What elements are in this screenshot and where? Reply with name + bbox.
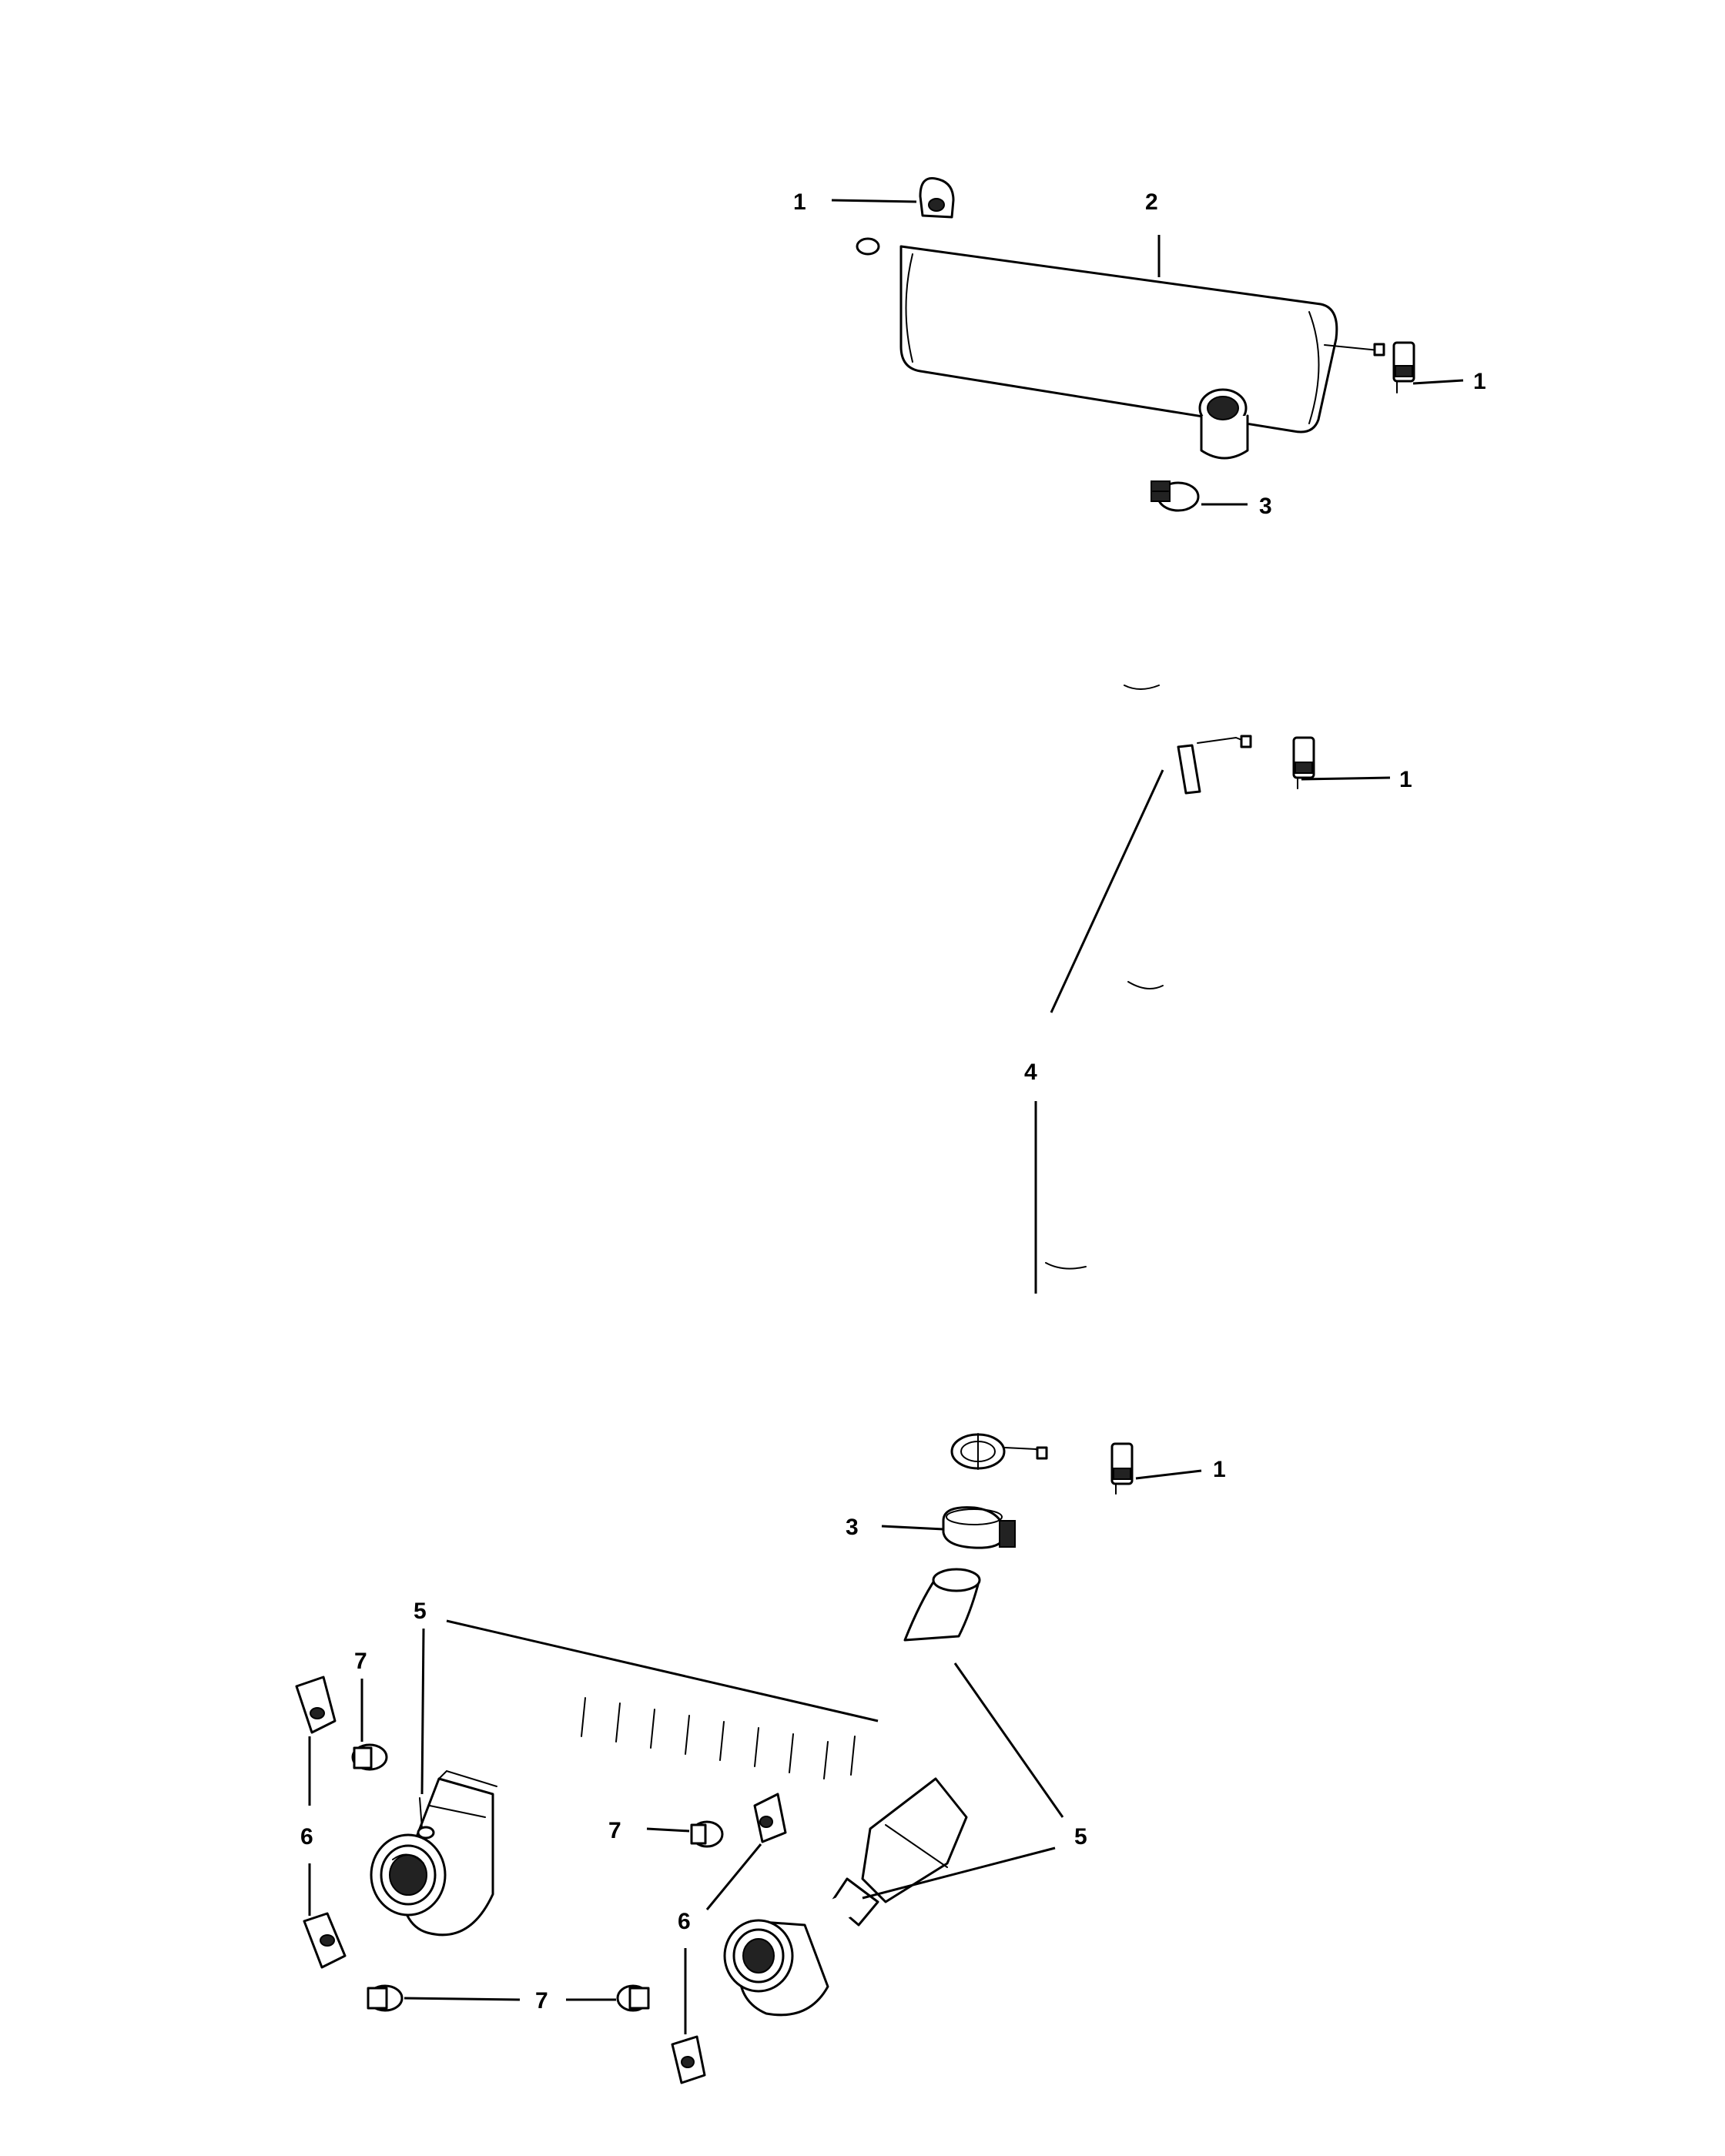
callout-6-center: 6 xyxy=(678,1909,691,1934)
callout-7-lower: 7 xyxy=(535,1988,548,2014)
callout-7-upper-left: 7 xyxy=(354,1649,367,1674)
converter-assembly xyxy=(370,1568,981,2017)
callout-1-top: 1 xyxy=(793,189,806,215)
callout-5-right: 5 xyxy=(1074,1824,1087,1850)
callout-7-center: 7 xyxy=(608,1818,621,1843)
nut-upper-left xyxy=(295,1676,337,1734)
callout-6-left: 6 xyxy=(300,1824,313,1850)
callout-5-upper: 5 xyxy=(414,1599,427,1624)
bolt-center xyxy=(690,1820,724,1848)
bolt-lower-center xyxy=(616,1984,650,2012)
isolator-right-upper xyxy=(1392,341,1415,393)
callout-1-right-upper: 1 xyxy=(1473,369,1486,394)
isolator-right-middle xyxy=(1292,736,1315,789)
bolt-lower-left xyxy=(367,1984,404,2012)
isolator-top xyxy=(919,176,955,219)
nut-lower-center xyxy=(671,2035,706,2084)
bolt-upper-left xyxy=(351,1743,388,1771)
callout-4-intermediate-pipe: 4 xyxy=(1024,1060,1037,1085)
nut-lower-left xyxy=(303,1912,347,1969)
leader-lines xyxy=(308,199,1464,2034)
callout-numbers: 1 2 1 3 1 4 1 3 5 7 5 6 7 6 7 xyxy=(300,189,1486,2014)
callout-3-upper: 3 xyxy=(1259,494,1272,519)
isolator-right-lower xyxy=(1110,1442,1134,1495)
callout-2-muffler: 2 xyxy=(1145,189,1158,215)
clamp-upper xyxy=(1151,480,1200,512)
callout-3-lower: 3 xyxy=(846,1515,859,1540)
callout-1-right-middle: 1 xyxy=(1399,767,1412,792)
clamp-lower xyxy=(942,1506,1016,1549)
callout-1-right-lower: 1 xyxy=(1213,1457,1226,1482)
muffler xyxy=(825,229,1385,460)
nut-center xyxy=(753,1793,787,1843)
intermediate-pipe xyxy=(950,524,1252,1470)
